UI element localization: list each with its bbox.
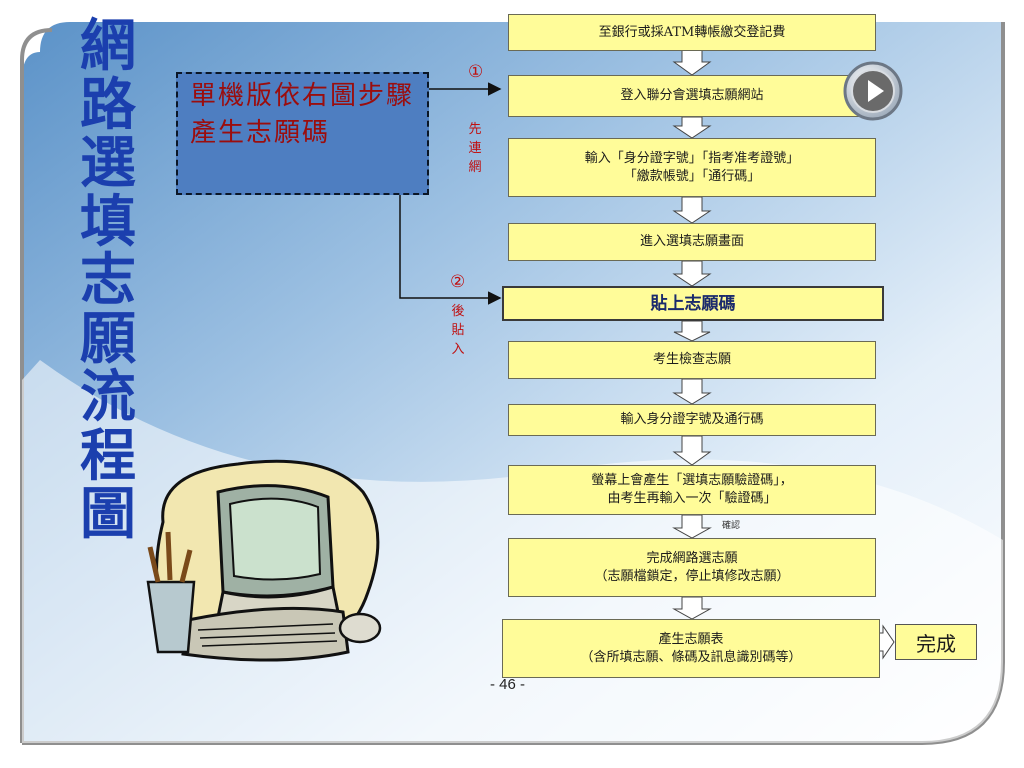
title-char: 程 xyxy=(80,423,136,489)
title-char: 選 xyxy=(80,131,136,196)
title-char: 填 xyxy=(80,189,136,255)
step-login-website: 登入聯分會選填志願網站 xyxy=(508,75,876,117)
branch-marker-2: ② xyxy=(450,272,466,292)
title-char: 圖 xyxy=(80,482,136,547)
down-arrow xyxy=(672,514,712,539)
down-arrow xyxy=(672,116,712,139)
play-arrow-icon[interactable] xyxy=(842,60,904,122)
down-arrow xyxy=(672,435,712,466)
note-box: 單機版依右圖步驟產生志願碼 xyxy=(176,72,429,195)
down-arrow xyxy=(672,378,712,405)
down-arrow xyxy=(672,596,712,620)
step-enter-selection-screen: 進入選填志願畫面 xyxy=(508,223,876,261)
step-enter-id-password: 輸入身分證字號及通行碼 xyxy=(508,404,876,436)
step-paste-code: 貼上志願碼 xyxy=(502,286,884,321)
down-arrow xyxy=(672,196,712,224)
branch-label-2: 後 貼 入 xyxy=(451,304,465,357)
page-number: - 46 - xyxy=(490,676,526,693)
down-arrow xyxy=(673,320,711,342)
vertical-title: 網 路 選 填 志 願 流 程 圖 xyxy=(76,14,140,547)
confirm-label: 確認 xyxy=(722,521,741,531)
step-complete-online: 完成網路選志願 （志願檔鎖定，停止填修改志願） xyxy=(508,538,876,597)
title-char: 志 xyxy=(80,248,136,313)
title-char: 網 xyxy=(80,14,136,79)
computer-clipart xyxy=(146,459,382,662)
step-check-choices: 考生檢查志願 xyxy=(508,341,876,379)
branch-arrow-2 xyxy=(399,195,502,305)
step-enter-credentials: 輸入「身分證字號」「指考准考證號」 「繳款帳號」「通行碼」 xyxy=(508,138,876,197)
branch-marker-1: ① xyxy=(468,62,484,82)
done-box: 完成 xyxy=(895,624,977,660)
down-arrow xyxy=(672,49,712,76)
step-pay-fee: 至銀行或採ATM轉帳繳交登記費 xyxy=(508,14,876,51)
step-generate-form: 產生志願表 （含所填志願、條碼及訊息識別碼等） xyxy=(502,619,880,678)
title-char: 流 xyxy=(80,365,136,430)
branch-label-1: 先 連 網 xyxy=(468,122,482,175)
title-char: 願 xyxy=(80,306,136,372)
down-arrow xyxy=(672,260,712,287)
step-verification-code: 螢幕上會產生「選填志願驗證碼」， 由考生再輸入一次「驗證碼」 xyxy=(508,465,876,515)
title-char: 路 xyxy=(80,72,136,138)
